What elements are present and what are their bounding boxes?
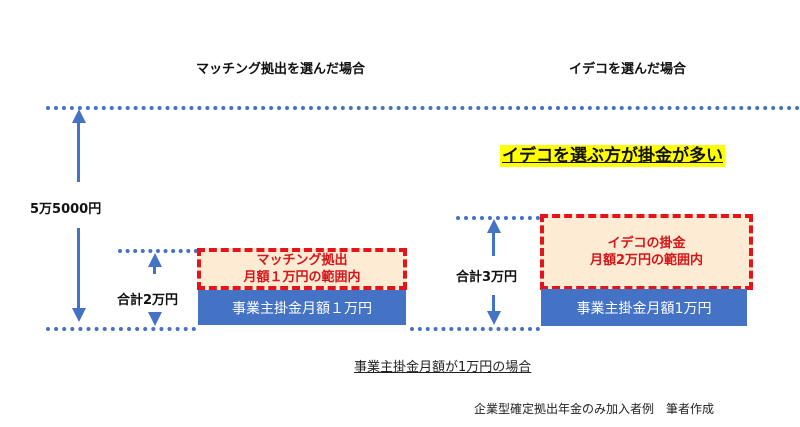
baseline-left bbox=[46, 327, 196, 331]
baseline-middle bbox=[410, 327, 540, 331]
matching-top-line bbox=[118, 249, 198, 253]
ideco-box-line2: 月額2万円の範囲内 bbox=[589, 253, 704, 268]
matching-contribution-box: マッチング拠出 月額１万円の範囲内 bbox=[197, 248, 407, 290]
ideco-arrow-line-lower bbox=[492, 295, 495, 313]
heading-matching: マッチング拠出を選んだ場合 bbox=[196, 62, 366, 77]
matching-arrow-line bbox=[153, 266, 156, 274]
matching-total-label: 合計2万円 bbox=[117, 293, 179, 308]
heading-ideco: イデコを選んだ場合 bbox=[569, 62, 687, 77]
arrow-up-icon bbox=[148, 253, 162, 267]
matching-box-line1: マッチング拠出 bbox=[256, 253, 348, 268]
axis-line-upper bbox=[77, 122, 80, 182]
limit-line-top bbox=[46, 106, 800, 110]
limit-label: 5万5000円 bbox=[30, 202, 102, 217]
arrow-down-icon bbox=[148, 312, 162, 326]
matching-employer-box: 事業主掛金月額１万円 bbox=[198, 290, 406, 325]
axis-line-lower bbox=[77, 228, 80, 310]
ideco-employer-box: 事業主掛金月額1万円 bbox=[541, 289, 747, 326]
caption: 事業主掛金月額が1万円の場合 bbox=[354, 360, 532, 375]
callout-ideco-more: イデコを選ぶ方が掛金が多い bbox=[500, 145, 725, 167]
ideco-total-label: 合計3万円 bbox=[456, 270, 518, 285]
ideco-box-line1: イデコの掛金 bbox=[607, 236, 686, 251]
arrow-up-icon bbox=[487, 219, 501, 233]
ideco-top-line bbox=[456, 216, 540, 220]
arrow-down-icon bbox=[72, 308, 86, 322]
arrow-up-icon bbox=[72, 109, 86, 123]
source-note: 企業型確定拠出年金のみ加入者例 筆者作成 bbox=[474, 402, 715, 416]
ideco-contribution-box: イデコの掛金 月額2万円の範囲内 bbox=[540, 214, 753, 290]
ideco-arrow-line-upper bbox=[492, 232, 495, 256]
matching-box-line2: 月額１万円の範囲内 bbox=[243, 270, 361, 285]
arrow-down-icon bbox=[487, 311, 501, 325]
